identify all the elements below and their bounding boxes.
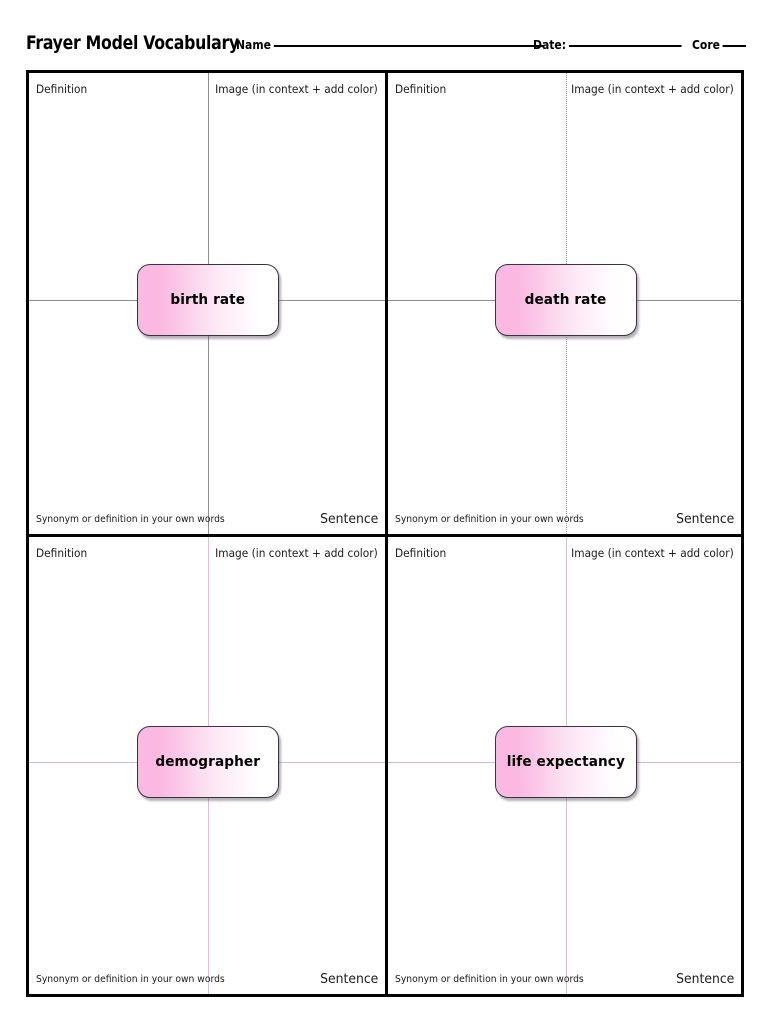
image-label: Image (in context + add color) — [571, 545, 734, 560]
image-label: Image (in context + add color) — [215, 82, 378, 96]
core-blank-line[interactable] — [722, 45, 747, 47]
sentence-label: Sentence — [675, 510, 734, 527]
image-label: Image (in context + add color) — [571, 82, 734, 96]
page-header: Frayer Model Vocabulary Name Date: Core — [0, 0, 770, 70]
synonym-label: Synonym or definition in your own words — [395, 974, 584, 985]
core-label: Core — [692, 38, 720, 52]
date-field[interactable]: Date: — [533, 38, 682, 52]
vocabulary-term-text: life expectancy — [506, 753, 625, 770]
sentence-label: Sentence — [319, 971, 378, 987]
core-field[interactable]: Core — [692, 38, 747, 52]
synonym-label: Synonym or definition in your own words — [36, 974, 225, 985]
definition-label: Definition — [36, 545, 88, 560]
frayer-quadrant-demographer: Definition Image (in context + add color… — [29, 533, 385, 994]
page-title: Frayer Model Vocabulary — [26, 32, 239, 54]
sentence-label: Sentence — [675, 971, 734, 987]
definition-label: Definition — [395, 82, 447, 96]
vocabulary-term-box[interactable]: birth rate — [137, 263, 280, 336]
name-blank-line[interactable] — [273, 45, 544, 47]
vocabulary-term-text: birth rate — [170, 291, 246, 308]
synonym-label: Synonym or definition in your own words — [36, 513, 225, 525]
frayer-quadrant-death-rate: Definition Image (in context + add color… — [385, 73, 741, 534]
frayer-model-table: Definition Image (in context + add color… — [26, 70, 744, 997]
name-field[interactable]: Name — [236, 38, 544, 52]
vocabulary-term-text: demographer — [155, 753, 261, 770]
vocabulary-term-box[interactable]: demographer — [137, 725, 280, 798]
vocabulary-term-box[interactable]: life expectancy — [494, 725, 637, 798]
definition-label: Definition — [395, 545, 447, 560]
frayer-quadrant-life-expectancy: Definition Image (in context + add color… — [385, 533, 741, 994]
vocabulary-term-box[interactable]: death rate — [494, 263, 637, 336]
sentence-label: Sentence — [319, 510, 378, 527]
vocabulary-term-text: death rate — [524, 291, 607, 308]
date-label: Date: — [533, 38, 567, 52]
image-label: Image (in context + add color) — [215, 545, 378, 560]
date-blank-line[interactable] — [568, 45, 682, 47]
synonym-label: Synonym or definition in your own words — [395, 513, 584, 525]
name-label: Name — [236, 38, 271, 52]
frayer-quadrant-birth-rate: Definition Image (in context + add color… — [29, 73, 385, 534]
definition-label: Definition — [36, 82, 88, 96]
